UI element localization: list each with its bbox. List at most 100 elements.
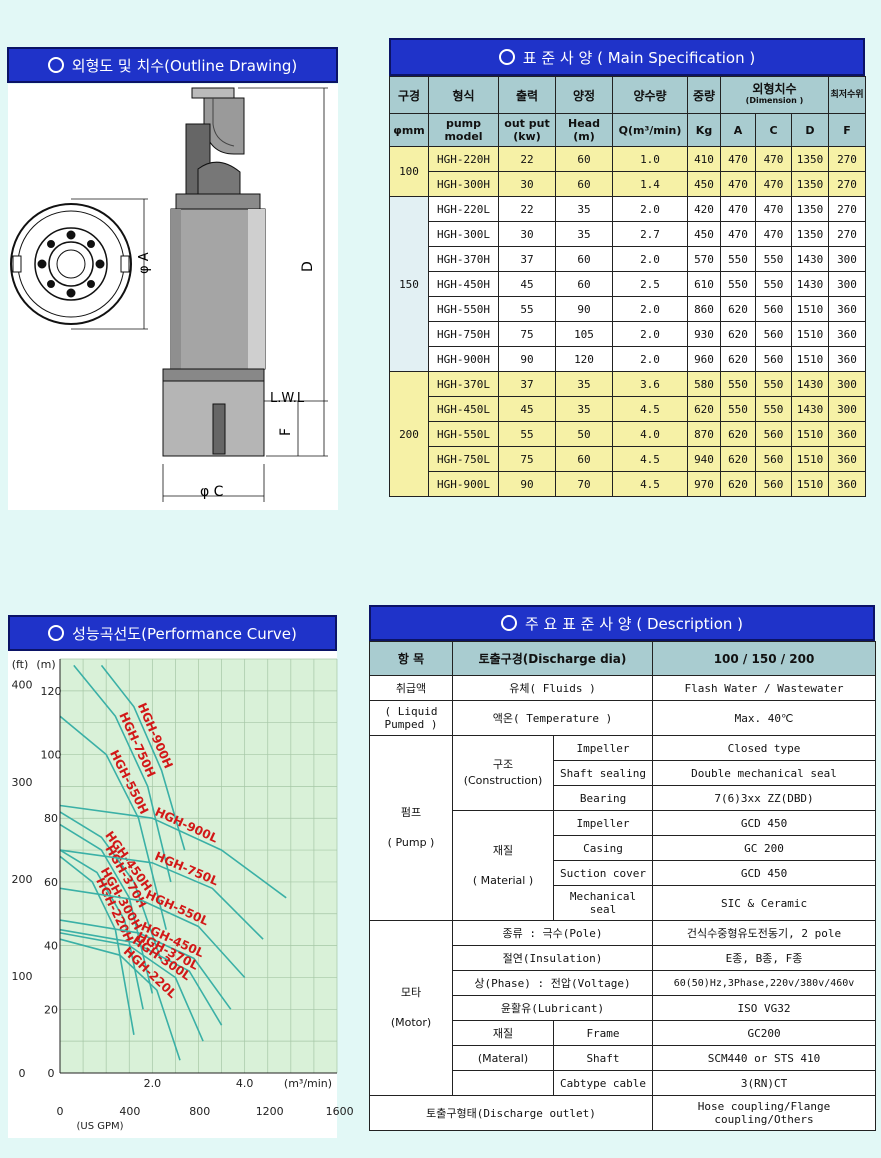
value-cell: 1430 — [791, 396, 829, 422]
value-cell: 1510 — [791, 321, 829, 347]
m-tick-label: 40 — [44, 940, 58, 953]
series-line — [59, 919, 232, 1010]
item-header: 항 목 — [369, 641, 453, 676]
col-d: D — [791, 113, 829, 147]
value-cell: 860 — [687, 296, 721, 322]
value-cell: 550 — [720, 396, 756, 422]
value-cell: 1510 — [791, 421, 829, 447]
value-cell: 550 — [720, 371, 756, 397]
gpm-tick-label: 1600 — [326, 1105, 354, 1118]
motor-material-label: Cabtype cable — [552, 1070, 654, 1096]
value-cell: 4.5 — [612, 396, 688, 422]
value-cell: 35 — [555, 396, 613, 422]
material-row-1: 재질 ( Material ) Impeller GCD 450 — [370, 810, 877, 921]
series-line — [59, 849, 264, 940]
gpm-unit-label: (US GPM) — [76, 1121, 123, 1132]
value-cell: 610 — [687, 271, 721, 297]
desc-title: 주 요 표 준 사 양 ( Description ) — [524, 614, 744, 633]
motor-material-row-1: 재질 Frame GC200 — [370, 1020, 877, 1046]
value-cell: 470 — [755, 221, 792, 247]
value-cell: 960 — [687, 346, 721, 372]
col-bore: 구경 — [389, 76, 429, 114]
value-cell: 2.0 — [612, 246, 688, 272]
model-cell: HGH-220L — [428, 196, 499, 222]
dimension-en: (Dimension ) — [745, 96, 804, 105]
model-cell: HGH-300H — [428, 171, 499, 197]
col-model: 형식 — [428, 76, 499, 114]
spec-header-row: 구경 형식 출력 양정 양수량 중량 외형치수 (Dimension ) 최저수… — [389, 76, 866, 114]
outlet-value: Hose coupling/Flange coupling/Others — [652, 1095, 877, 1131]
model-cell: HGH-900H — [428, 346, 499, 372]
value-cell: 90 — [555, 296, 613, 322]
value-cell: 620 — [687, 396, 721, 422]
value-cell: 120 — [555, 346, 613, 372]
spec-header: 표 준 사 양 ( Main Specification ) — [389, 38, 865, 76]
insulation-label: 절연(Insulation) — [451, 945, 654, 971]
desc-head-row: 항 목 토출구경(Discharge dia) 100 / 150 / 200 — [369, 641, 877, 676]
spec-body: 구경 형식 출력 양정 양수량 중량 외형치수 (Dimension ) 최저수… — [389, 76, 866, 497]
value-cell: 270 — [828, 171, 866, 197]
lubricant-label: 윤활유(Lubricant) — [451, 995, 654, 1021]
outlet-row: 토출구형태(Discharge outlet) Hose coupling/Fl… — [368, 1095, 877, 1131]
m-tick-label: 80 — [44, 812, 58, 825]
ft-tick-label: 200 — [12, 873, 33, 886]
value-cell: 930 — [687, 321, 721, 347]
value-cell: 30 — [498, 171, 556, 197]
value-cell: 360 — [828, 321, 866, 347]
material-row-3: Suction cover GCD 450 — [370, 860, 877, 886]
spec-title: 표 준 사 양 ( Main Specification ) — [522, 48, 756, 67]
construction-label: Shaft sealing — [552, 760, 654, 786]
value-cell: 470 — [720, 171, 756, 197]
motor-group-en: (Motor) — [390, 1016, 432, 1029]
value-cell: 1510 — [791, 346, 829, 372]
curve-title: 성능곡선도(Performance Curve) — [72, 624, 297, 643]
material-group: 재질 ( Material ) — [452, 810, 554, 921]
pump-group-ko: 펌프 — [400, 806, 422, 819]
lwl-label: L.W.L — [270, 391, 305, 406]
dim-a-label: φ A — [137, 252, 152, 274]
value-cell: 60 — [555, 246, 613, 272]
value-cell: 360 — [828, 296, 866, 322]
fluid-value: Flash Water / Wastewater — [652, 675, 877, 701]
col-c: C — [755, 113, 792, 147]
material-value: GCD 450 — [652, 860, 877, 886]
fluid-row: 취급액 유체( Fluids ) Flash Water / Wastewate… — [369, 675, 877, 701]
lubricant-row: 윤활유(Lubricant) ISO VG32 — [370, 995, 877, 1021]
value-cell: 22 — [498, 146, 556, 172]
value-cell: 470 — [720, 146, 756, 172]
value-cell: 360 — [828, 471, 866, 497]
value-cell: 620 — [720, 471, 756, 497]
m-tick-label: 60 — [44, 876, 58, 889]
motor-material-value: GC200 — [652, 1020, 877, 1046]
value-cell: 470 — [755, 146, 792, 172]
series-line — [59, 887, 246, 979]
discharge-header: 토출구경(Discharge dia) — [451, 641, 654, 676]
phase-value: 60(50)Hz,3Phase,220v/380v/460v — [652, 970, 877, 996]
value-cell: 105 — [555, 321, 613, 347]
value-cell: 620 — [720, 321, 756, 347]
construction-ko: 구조 — [492, 758, 514, 771]
value-cell: 37 — [498, 371, 556, 397]
value-cell: 55 — [498, 421, 556, 447]
model-cell: HGH-370H — [428, 246, 499, 272]
value-cell: 470 — [720, 196, 756, 222]
lubricant-value: ISO VG32 — [652, 995, 877, 1021]
outline-drawing: φ A D L.W.L F φ C — [8, 84, 338, 510]
ft-tick-label: 100 — [12, 970, 33, 983]
col-model-en: pump model — [428, 113, 499, 147]
dim-c-label: φ C — [200, 484, 224, 500]
value-cell: 90 — [498, 471, 556, 497]
series-line — [73, 664, 172, 883]
top-view — [10, 198, 148, 330]
value-cell: 270 — [828, 196, 866, 222]
value-cell: 470 — [720, 221, 756, 247]
value-cell: 450 — [687, 221, 721, 247]
kind-value: 건식수중형유도전동기, 2 pole — [652, 920, 877, 946]
outline-title: 외형도 및 치수(Outline Drawing) — [71, 56, 298, 75]
value-cell: 2.0 — [612, 346, 688, 372]
construction-value: Closed type — [652, 735, 877, 761]
dimension-lines — [162, 87, 328, 502]
